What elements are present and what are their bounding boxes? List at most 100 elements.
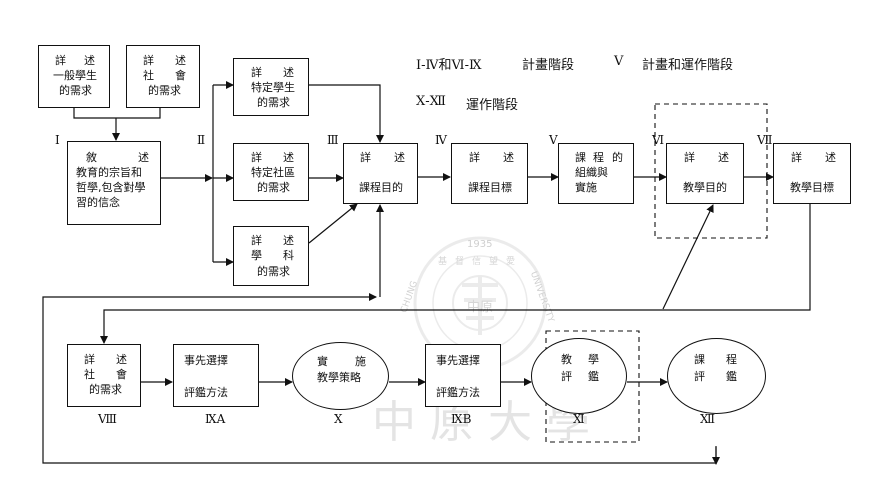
philosophy-line-4: 習的信念: [76, 196, 120, 209]
organization-char-2: 程: [593, 151, 604, 164]
specific-community-word-2: 述: [283, 151, 294, 164]
legend-line-2-phases: Ⅹ-Ⅻ: [416, 94, 446, 109]
student-needs-word-1: 詳: [55, 54, 66, 67]
implement-word-2: 施: [355, 355, 366, 368]
society-needs-2-char-1: 社: [84, 368, 95, 381]
subject-needs-line-3: 的需求: [257, 265, 290, 278]
box-specific-community: 詳 述 特定社區 的需求: [233, 143, 309, 201]
ellipse-instructional-evaluation: 教 學 評 鑑: [531, 338, 627, 414]
curriculum-objectives-line-2: 課程目標: [468, 181, 512, 194]
arrow-subject-to-goals: [308, 203, 358, 244]
subject-needs-char-2: 科: [283, 249, 294, 262]
society-needs-char-2: 會: [175, 69, 186, 82]
specific-community-line-3: 的需求: [257, 181, 290, 194]
connector-society-needs-down: [116, 108, 161, 119]
stage-label-v: Ⅴ: [549, 133, 558, 147]
stage-label-ixb: ⅨB: [451, 412, 472, 426]
society-needs-2-word-2: 述: [116, 353, 127, 366]
box-curriculum-goals: 詳 述 課程目的: [343, 143, 418, 204]
society-needs-2-char-2: 會: [116, 368, 127, 381]
legend-line-1-phases: Ⅰ-Ⅳ和Ⅵ-Ⅸ: [416, 58, 482, 73]
connector-student-needs-down: [73, 108, 116, 119]
student-needs-word-2: 述: [84, 54, 95, 67]
box-instructional-goals: 詳 述 教學目的: [666, 143, 744, 204]
student-needs-line-2: 一般學生: [53, 69, 97, 82]
specific-community-word-1: 詳: [251, 151, 262, 164]
watermark-top-chars: 基督信望愛: [438, 257, 524, 267]
legend-line-2-operation: 運作階段: [466, 98, 519, 113]
box-student-needs: 詳 述 一般學生 的需求: [38, 45, 110, 108]
organization-line-3: 實施: [575, 181, 597, 194]
implement-word-1: 實: [317, 355, 328, 368]
box-subject-needs: 詳 述 學 科 的需求: [233, 226, 309, 286]
stage-label-ii: Ⅱ: [197, 133, 206, 147]
legend-line-1-phase-v: Ⅴ: [614, 54, 624, 69]
philosophy-word-1: 敘: [86, 151, 97, 164]
stage-label-xii: Ⅻ: [700, 412, 716, 426]
instructional-objectives-line-2: 教學目標: [790, 181, 834, 194]
philosophy-word-2: 述: [138, 151, 149, 164]
society-needs-line-3: 的需求: [148, 84, 181, 97]
watermark-logo-mark: 中原: [467, 300, 494, 315]
subject-needs-char-1: 學: [251, 249, 262, 262]
instructional-objectives-word-1: 詳: [791, 151, 802, 164]
box-philosophy: 敘 述 教育的宗旨和 哲學,包含對學 習的信念: [67, 141, 161, 225]
preselect-a-line-2: 評鑑方法: [184, 386, 228, 399]
curr-eval-word-1: 課: [694, 353, 705, 366]
instr-eval-char-1: 評: [561, 370, 572, 383]
society-needs-char-1: 社: [143, 69, 154, 82]
instructional-goals-word-1: 詳: [684, 151, 695, 164]
box-curriculum-organization: 課 程 的 組織與 實施: [558, 143, 634, 204]
organization-char-3: 的: [612, 151, 623, 164]
instr-eval-char-2: 鑑: [588, 370, 599, 383]
stage-label-x: Ⅹ: [334, 412, 343, 426]
instructional-objectives-word-2: 述: [825, 151, 836, 164]
instr-eval-word-1: 教: [561, 353, 572, 366]
ellipse-implement-strategy: 實 施 教學策略: [292, 342, 389, 410]
dashed-region-planning-operation: [654, 103, 768, 239]
instr-eval-word-2: 學: [588, 353, 599, 366]
curriculum-goals-word-2: 述: [394, 151, 405, 164]
instructional-goals-line-2: 教學目的: [683, 181, 727, 194]
organization-char-1: 課: [575, 151, 586, 164]
box-society-needs-2: 詳 述 社 會 的需求: [67, 344, 141, 407]
legend-line-1-plan-operate: 計畫和運作階段: [642, 58, 734, 73]
instructional-goals-word-2: 述: [718, 151, 729, 164]
stage-label-i: Ⅰ: [55, 133, 60, 147]
implement-line-2: 教學策略: [317, 371, 361, 384]
curriculum-objectives-word-1: 詳: [469, 151, 480, 164]
box-specific-students: 詳 述 特定學生 的需求: [233, 58, 309, 116]
ellipse-curriculum-evaluation: 課 程 評 鑑: [667, 338, 766, 414]
curr-eval-char-1: 評: [694, 370, 705, 383]
stage-label-iii: Ⅲ: [327, 133, 339, 147]
stage-label-vii: Ⅶ: [757, 133, 773, 147]
society-needs-word-2: 述: [175, 54, 186, 67]
arrow-objectives-down-to-row2: [100, 204, 811, 344]
subject-needs-word-2: 述: [283, 234, 294, 247]
specific-students-line-3: 的需求: [257, 96, 290, 109]
society-needs-2-word-1: 詳: [84, 353, 95, 366]
box-preselect-eval-b: 事先選擇 評鑑方法: [425, 344, 501, 407]
box-preselect-eval-a: 事先選擇 評鑑方法: [173, 344, 259, 407]
student-needs-line-3: 的需求: [59, 84, 92, 97]
stage-label-ixa: ⅨA: [205, 412, 226, 426]
specific-students-word-2: 述: [283, 66, 294, 79]
curriculum-objectives-word-2: 述: [503, 151, 514, 164]
stage-label-xi: Ⅺ: [573, 412, 585, 426]
philosophy-line-2: 教育的宗旨和: [76, 166, 142, 179]
specific-students-word-1: 詳: [251, 66, 262, 79]
curriculum-goals-word-1: 詳: [360, 151, 371, 164]
specific-community-line-2: 特定社區: [251, 166, 295, 179]
preselect-b-line-2: 評鑑方法: [436, 386, 480, 399]
preselect-a-line-1: 事先選擇: [184, 354, 228, 367]
subject-needs-word-1: 詳: [251, 234, 262, 247]
legend-line-1-planning: 計畫階段: [522, 58, 575, 73]
specific-students-line-2: 特定學生: [251, 81, 295, 94]
society-needs-2-line-3: 的需求: [89, 383, 122, 396]
arrow-students-to-goals: [309, 84, 384, 143]
box-society-needs: 詳 述 社 會 的需求: [126, 45, 200, 108]
stage-label-iv: Ⅳ: [435, 133, 447, 147]
curr-eval-char-2: 鑑: [726, 370, 737, 383]
stage-label-viii: Ⅷ: [98, 412, 117, 426]
